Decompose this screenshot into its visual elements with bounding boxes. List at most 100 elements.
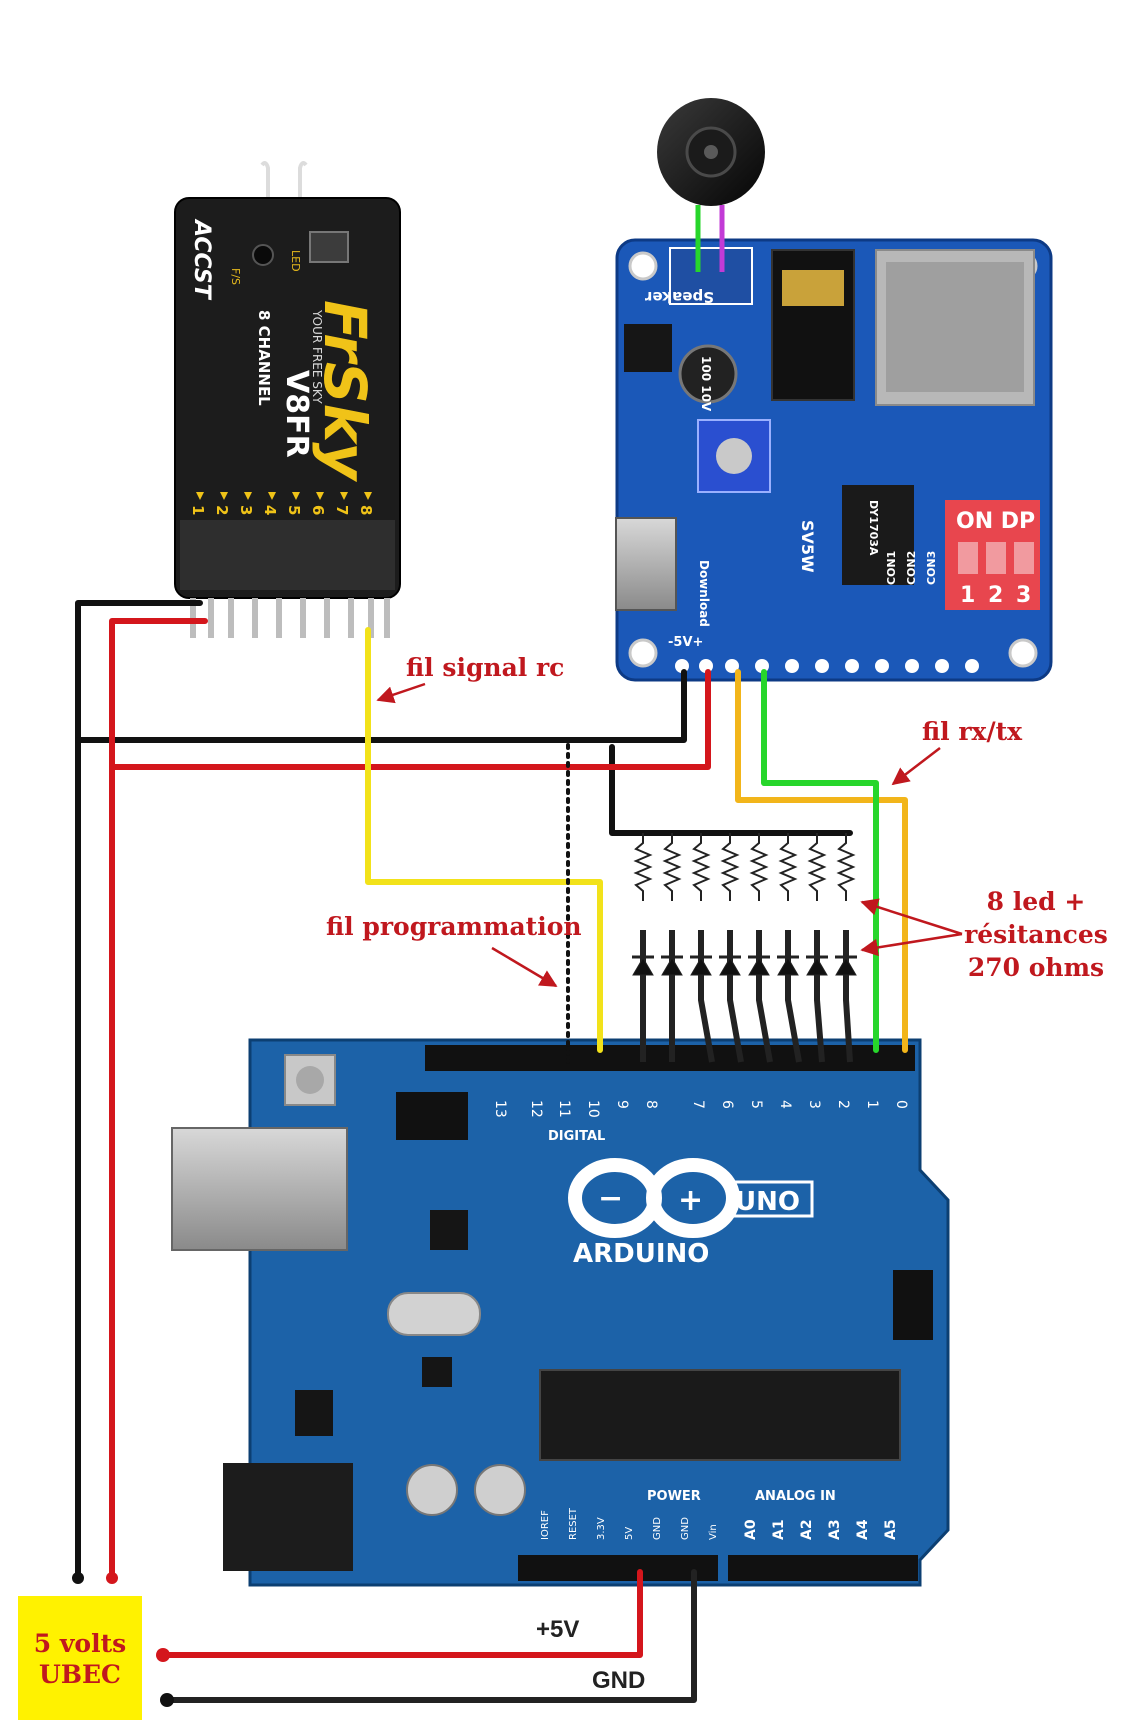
label-led-line2: résitances [964,920,1108,949]
dip-number-1: 1 [960,583,975,608]
label-gnd: GND [592,1667,645,1694]
pin-a3: A3 [827,1519,843,1540]
pin-10: 10 [585,1100,601,1118]
arduino-model: UNO [735,1187,800,1217]
arrow-programmation [491,946,558,988]
receiver-channel-8: 8 [357,505,375,515]
pin-vin: Vin [708,1524,719,1540]
receiver-channel-7: 7 [333,505,351,515]
ubec-label-line2: UBEC [39,1660,121,1689]
pin-a5: A5 [883,1519,899,1540]
led-channel-1 [632,833,654,1062]
capacitor-2 [474,1464,526,1516]
receiver-channel-2: 2 [213,505,231,515]
gnd-terminal [72,1572,84,1584]
wires [75,600,908,1703]
pin-4: 4 [777,1100,793,1109]
led-resistor-array [632,833,857,1063]
capacitor-1 [406,1464,458,1516]
ubec-box: 5 volts UBEC [18,1596,142,1720]
receiver-channel-4: 4 [261,505,279,515]
pin-1: 1 [864,1100,880,1109]
led-channel-2 [661,833,683,1062]
label-led-line3: 270 ohms [968,953,1104,982]
pin-3v3: 3.3V [596,1517,607,1540]
led-channel-8 [835,833,857,1063]
pin-8: 8 [643,1100,659,1109]
vcc-wire-module [109,669,711,770]
digital-label: DIGITAL [548,1129,605,1144]
dc-barrel-jack [223,1463,353,1571]
gnd-wire-resistors [609,744,853,836]
speaker [657,98,765,206]
con1-label: CON1 [885,551,898,585]
label-signal-rc: fil signal rc [406,653,564,682]
download-label: Download [697,560,711,627]
pin-3: 3 [806,1100,822,1109]
pin-reset: RESET [568,1507,579,1540]
led-channel-6 [777,833,802,1063]
dip-label: ON DP [956,509,1035,534]
led-channel-5 [748,833,773,1063]
dip-number-2: 2 [988,583,1003,608]
receiver-fs-label: F/S [229,268,242,285]
pin-7: 7 [690,1100,706,1109]
ubec-vcc-terminal [156,1648,170,1662]
vcc-wire-left [109,618,208,1578]
pin-gnd-2: GND [680,1517,691,1540]
receiver-channel-5: 5 [285,505,303,515]
receiver-led-label: LED [289,250,302,272]
antenna-left [260,161,270,200]
receiver-channel-1: 1 [189,505,207,515]
label-led-line1: 8 led + [987,887,1086,916]
arrow-led-resistor [860,898,963,936]
led-channel-4 [719,833,744,1063]
pin-9: 9 [614,1100,630,1109]
arrow-led-diode [860,932,963,957]
pin-2: 2 [835,1100,851,1109]
rx-wire [761,669,879,1053]
chip-label: DY1703A [867,500,880,556]
pin-a2: A2 [799,1519,815,1540]
receiver-channel: 8 CHANNEL [255,310,273,406]
analog-pin-labels: A0 A1 A2 A3 A4 A5 [743,1519,899,1540]
antenna-right [298,161,308,200]
receiver-channel-6: 6 [309,505,327,515]
pin-a0: A0 [743,1519,759,1540]
arrow-rx-tx [891,747,941,786]
receiver-model: V8FR [279,370,314,458]
pin-ioref: IOREF [540,1510,551,1540]
pin-5v: 5V [624,1527,635,1540]
pin-6: 6 [719,1100,735,1109]
digital-pin-labels: 13 12 11 10 9 8 7 6 5 4 3 2 1 0 [492,1100,909,1118]
ubec-gnd-terminal [160,1693,174,1707]
vcc-wire-arduino [161,1569,643,1658]
gnd-wire-arduino [165,1569,697,1703]
analog-header [728,1555,918,1581]
receiver-channel-3: 3 [237,505,255,515]
pin-gnd-1: GND [652,1517,663,1540]
receiver-brand: FrSky [311,300,379,482]
pin-a4: A4 [855,1519,871,1540]
arduino-logo [568,1158,740,1238]
pin-a1: A1 [771,1519,787,1540]
arrow-signal-rc [376,682,426,704]
tx-wire [735,669,908,1053]
led-channel-3 [690,833,715,1063]
con3-label: CON3 [925,551,938,585]
pin-0: 0 [893,1100,909,1109]
arduino-pcb [248,1038,950,1587]
dy1703a-chip [842,485,914,585]
receiver-led-window [309,231,349,263]
usb-b-port [171,1127,348,1251]
signal-wire [365,627,603,1053]
receiver-accst: ACCST [189,218,214,301]
micro-usb-port [615,517,677,611]
receiver-fs-button [252,244,274,266]
receiver-servo-pins [190,598,390,638]
label-rx-tx: fil rx/tx [922,717,1023,746]
sound-module-header [675,659,979,673]
power-label: POWER [647,1489,701,1504]
label-programmation: fil programmation [326,912,582,941]
